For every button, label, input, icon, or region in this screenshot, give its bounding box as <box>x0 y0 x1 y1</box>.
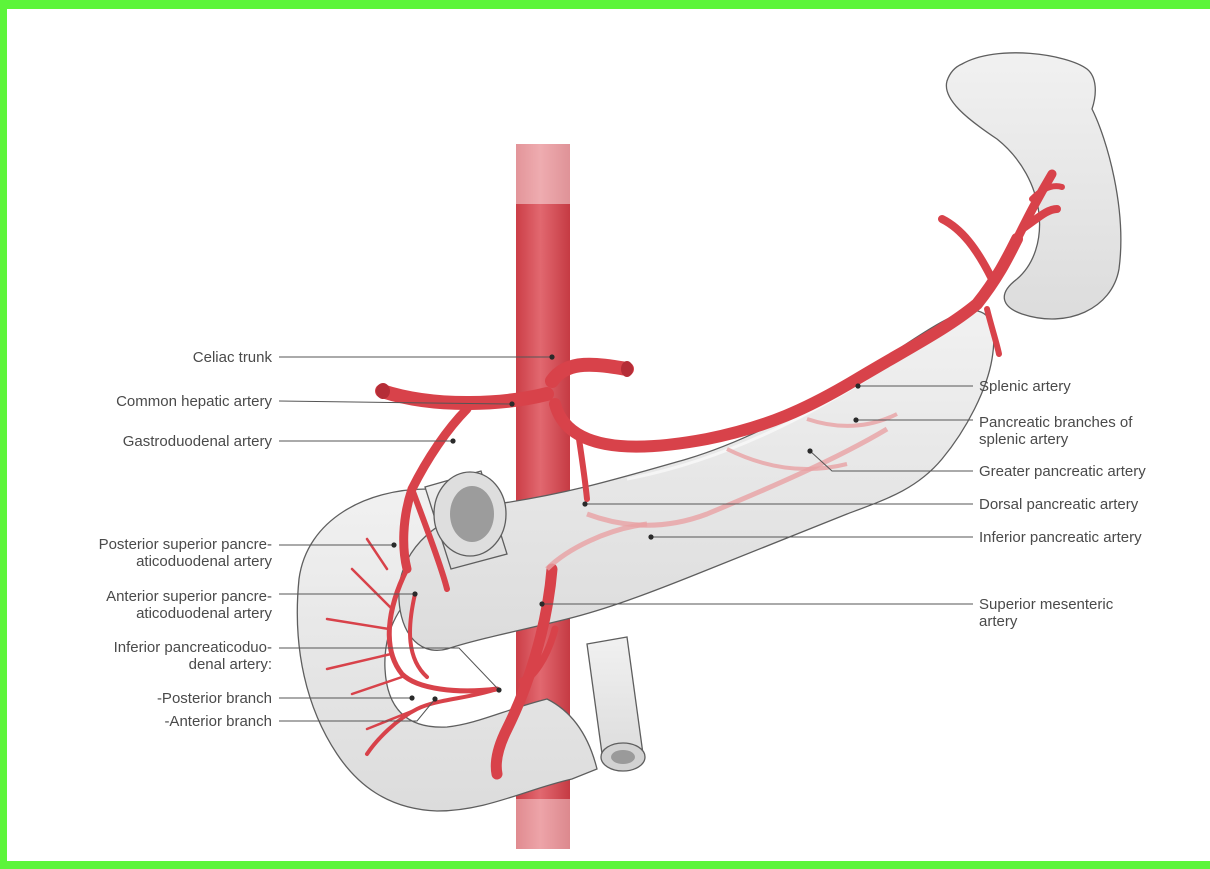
label-inferior-pd-line1: Inferior pancreaticoduo- <box>114 639 272 656</box>
label-posterior-branch: -Posterior branch <box>157 690 272 707</box>
spleen <box>946 53 1120 319</box>
label-pancreatic-branches-line1: Pancreatic branches of <box>979 414 1133 431</box>
label-gastroduodenal-artery: Gastroduodenal artery <box>123 433 273 450</box>
duodenum-lower-tube <box>587 637 645 771</box>
label-posterior-superior-line1: Posterior superior pancre- <box>99 536 272 553</box>
label-greater-pancreatic-artery: Greater pancreatic artery <box>979 463 1146 480</box>
label-splenic-artery: Splenic artery <box>979 378 1071 395</box>
label-dorsal-pancreatic-artery: Dorsal pancreatic artery <box>979 496 1139 513</box>
label-posterior-superior-line2: aticoduodenal artery <box>136 553 272 570</box>
label-pancreatic-branches-line2: splenic artery <box>979 431 1069 448</box>
diagram-frame: Celiac trunk Common hepatic artery Gastr… <box>7 9 1210 861</box>
label-anterior-branch: -Anterior branch <box>164 713 272 730</box>
label-anterior-superior-line1: Anterior superior pancre- <box>106 588 272 605</box>
label-sma-line2: artery <box>979 613 1018 630</box>
label-sma-line1: Superior mesenteric <box>979 596 1114 613</box>
label-inferior-pancreatic-artery: Inferior pancreatic artery <box>979 529 1142 546</box>
label-common-hepatic-artery: Common hepatic artery <box>116 393 272 410</box>
label-inferior-pd-line2: denal artery: <box>189 656 272 673</box>
pancreas-artery-diagram: Celiac trunk Common hepatic artery Gastr… <box>7 9 1210 861</box>
label-celiac-trunk: Celiac trunk <box>193 349 273 366</box>
label-anterior-superior-line2: aticoduodenal artery <box>136 605 272 622</box>
